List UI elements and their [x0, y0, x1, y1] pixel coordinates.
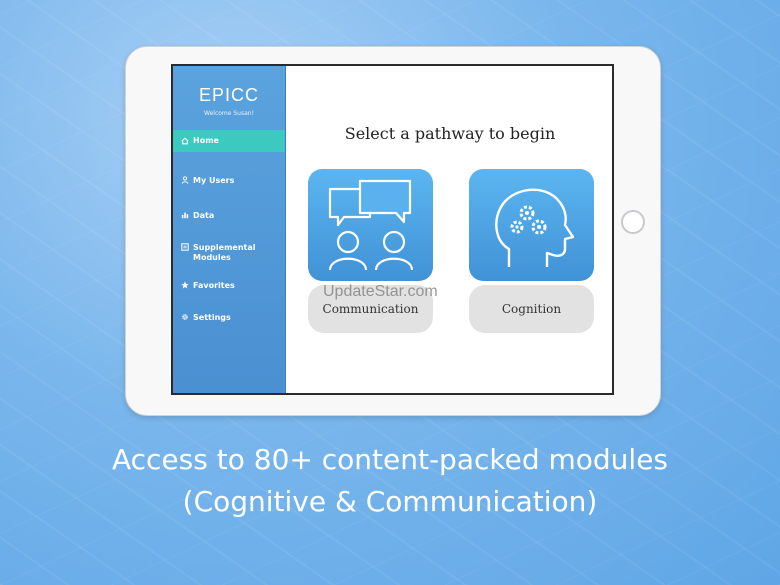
sidebar-item-home[interactable]: Home: [173, 130, 285, 152]
pathway-card-communication[interactable]: [308, 169, 433, 281]
app-screen: EPICC Welcome Susan! Home My Users Data: [171, 64, 614, 395]
page-title: Select a pathway to begin: [344, 124, 556, 143]
sidebar-item-data[interactable]: Data: [173, 211, 285, 221]
app-logo: EPICC: [198, 85, 259, 105]
bar-chart-icon: [181, 211, 189, 219]
speech-bubbles-people-icon: [328, 179, 414, 271]
head-gears-icon: [495, 188, 575, 267]
welcome-text: Welcome Susan!: [204, 110, 254, 117]
user-icon: [181, 176, 189, 184]
sidebar-item-label: Supplemental Modules: [193, 243, 256, 262]
tablet-frame: EPICC Welcome Susan! Home My Users Data: [125, 46, 661, 416]
tablet-home-button: [621, 210, 645, 234]
caption-line-1: Access to 80+ content-packed modules: [111, 443, 669, 476]
sidebar-item-settings[interactable]: Settings: [173, 313, 285, 323]
pathway-label: Cognition: [501, 302, 562, 316]
home-icon: [181, 137, 189, 145]
sidebar-item-label: Settings: [193, 313, 231, 322]
gear-icon: [181, 313, 189, 321]
star-icon: [181, 281, 189, 289]
pathway-label: Communication: [322, 302, 419, 316]
sidebar-item-label: Data: [193, 211, 215, 220]
sidebar-item-my-users[interactable]: My Users: [173, 176, 285, 186]
sidebar-item-supplemental-modules[interactable]: Supplemental Modules: [173, 243, 285, 263]
pathway-button-cognition[interactable]: Cognition: [469, 285, 594, 333]
module-icon: [181, 243, 189, 251]
sidebar-item-label: My Users: [193, 176, 235, 185]
sidebar-item-favorites[interactable]: Favorites: [173, 281, 285, 291]
caption-line-2: (Cognitive & Communication): [182, 485, 598, 518]
pathway-card-cognition[interactable]: [469, 169, 594, 281]
sidebar: EPICC Welcome Susan! Home My Users Data: [173, 66, 286, 393]
sidebar-item-label: Home: [193, 136, 219, 145]
sidebar-item-label: Favorites: [193, 281, 235, 290]
watermark: UpdateStar.com: [323, 283, 438, 300]
pathway-button-communication[interactable]: Communication: [308, 285, 433, 333]
